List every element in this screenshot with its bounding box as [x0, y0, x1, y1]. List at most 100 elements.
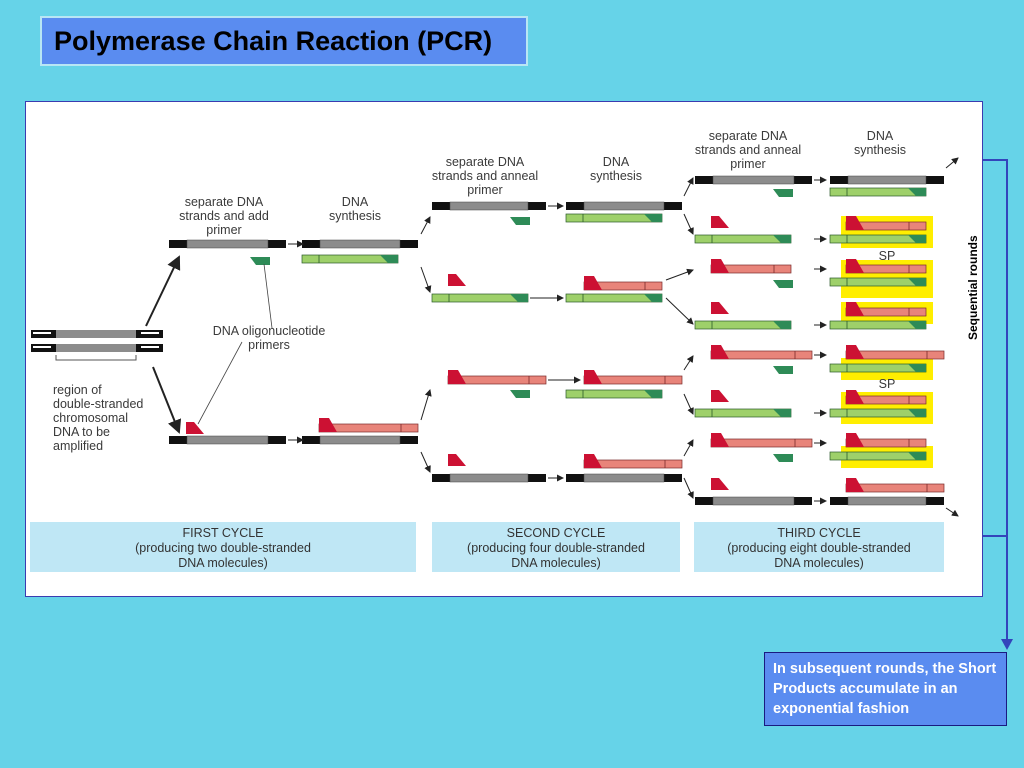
- primer-green: [773, 189, 793, 197]
- primer-green: [908, 235, 926, 243]
- process-arrow: [420, 266, 432, 293]
- template-strand: [319, 239, 401, 249]
- region-label: double-stranded: [53, 397, 143, 411]
- primer-green: [380, 255, 398, 263]
- primer-green: [644, 214, 662, 222]
- primer-green: [773, 409, 791, 417]
- step-label: DNA: [867, 129, 894, 143]
- primer-red: [584, 370, 602, 384]
- region-label: region of: [53, 383, 102, 397]
- primer-green: [510, 390, 530, 398]
- process-arrow: [683, 177, 694, 197]
- process-arrow: [420, 451, 431, 473]
- process-arrow: [683, 213, 694, 235]
- step-label: synthesis: [854, 143, 906, 157]
- chromosomal-dna: [56, 344, 136, 352]
- primer-green: [773, 454, 793, 462]
- cycle-desc: (producing four double-stranded: [467, 541, 645, 555]
- cycle-band: [694, 522, 944, 572]
- cycle-desc: DNA molecules): [511, 556, 601, 570]
- step-label: separate DNA: [446, 155, 525, 169]
- process-arrow: [683, 355, 694, 371]
- template-strand: [449, 201, 529, 211]
- primer-red: [846, 216, 864, 230]
- connector-arrowhead: [1001, 639, 1013, 650]
- template-strand: [712, 175, 795, 185]
- process-arrow: [665, 268, 694, 281]
- step-label: DNA: [342, 195, 369, 209]
- chromosomal-dna-mark: [141, 346, 159, 348]
- primer-red: [448, 454, 466, 466]
- primer-green: [773, 235, 791, 243]
- primer-red: [584, 454, 602, 468]
- primer-red: [846, 478, 864, 492]
- primer-green: [773, 321, 791, 329]
- sequential-rounds-label: Sequential rounds: [966, 235, 980, 340]
- primer-green: [510, 294, 528, 302]
- template-strand: [847, 175, 927, 185]
- primer-green: [250, 257, 270, 265]
- process-arrow: [420, 216, 431, 235]
- primer-green: [510, 217, 530, 225]
- step-label: primer: [467, 183, 502, 197]
- template-strand: [847, 496, 927, 506]
- process-arrow: [945, 507, 959, 517]
- primer-red: [846, 302, 864, 316]
- primer-red: [448, 370, 466, 384]
- process-arrow: [683, 393, 694, 415]
- step-label: strands and add: [179, 209, 269, 223]
- primer-green: [773, 280, 793, 288]
- process-arrow: [683, 439, 694, 457]
- cycle-desc: DNA molecules): [774, 556, 864, 570]
- process-arrows: [145, 157, 959, 517]
- primer-red: [846, 259, 864, 273]
- primer-green: [644, 390, 662, 398]
- primer-red: [448, 274, 466, 286]
- chromosomal-dna-mark: [141, 332, 159, 334]
- template-strand: [186, 239, 269, 249]
- primer-label: DNA oligonucleotide: [213, 324, 326, 338]
- step-label: primer: [206, 223, 241, 237]
- cycle-desc: (producing two double-stranded: [135, 541, 311, 555]
- primer-red: [711, 302, 729, 314]
- step-label: primer: [730, 157, 765, 171]
- primer-red: [711, 259, 729, 273]
- process-arrow: [665, 297, 694, 325]
- step-label: DNA: [603, 155, 630, 169]
- primer-red: [319, 418, 337, 432]
- sp-label: SP: [879, 249, 896, 263]
- primer-red: [584, 276, 602, 290]
- template-strand: [186, 435, 269, 445]
- page-title: Polymerase Chain Reaction (PCR): [54, 25, 493, 56]
- sp-label: SP: [879, 377, 896, 391]
- dna-strands: [30, 175, 945, 572]
- leader-line: [263, 263, 273, 329]
- step-label: synthesis: [329, 209, 381, 223]
- cycle-band: [30, 522, 416, 572]
- cycle-desc: (producing eight double-stranded: [727, 541, 911, 555]
- process-arrow: [145, 255, 181, 327]
- title-box: Polymerase Chain Reaction (PCR): [40, 16, 528, 66]
- process-arrow: [683, 477, 694, 499]
- leader-line: [197, 341, 243, 425]
- step-label: strands and anneal: [695, 143, 801, 157]
- cycle-name: SECOND CYCLE: [507, 526, 606, 540]
- primer-red: [846, 345, 864, 359]
- step-label: separate DNA: [185, 195, 264, 209]
- template-strand: [319, 435, 401, 445]
- region-label: DNA to be: [53, 425, 110, 439]
- primer-red: [711, 433, 729, 447]
- step-label: separate DNA: [709, 129, 788, 143]
- primer-green: [908, 188, 926, 196]
- process-arrow: [420, 389, 432, 421]
- chromosomal-dna: [56, 330, 136, 338]
- chromosomal-dna-mark: [33, 346, 51, 348]
- step-label: synthesis: [590, 169, 642, 183]
- primer-green: [908, 364, 926, 372]
- chromosomal-dna-mark: [33, 332, 51, 334]
- region-label: amplified: [53, 439, 103, 453]
- primer-red: [846, 390, 864, 404]
- primer-green: [644, 294, 662, 302]
